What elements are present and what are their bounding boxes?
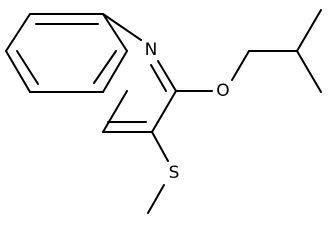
bond-c4a-c8a — [102, 13, 128, 52]
bond-ch-ch3-down — [296, 50, 322, 93]
double-bond-n1-c2-inner — [150, 64, 167, 92]
bond-c8-c7 — [5, 13, 31, 52]
bond-c3-s — [151, 131, 169, 162]
oxygen-atom-label: O — [216, 81, 229, 101]
bond-o-ch2 — [231, 50, 250, 81]
benzene-ring — [5, 13, 128, 93]
bond-s-ch3 — [147, 184, 165, 214]
pyridine-ring — [102, 13, 177, 133]
bond-c8a-n1 — [102, 13, 142, 41]
methylthio-group — [147, 131, 169, 214]
nitrogen-atom-label: N — [145, 40, 158, 60]
double-bond-inner-left — [16, 50, 39, 85]
bond-c4-c4a — [102, 90, 128, 133]
molecule-structure: N O S — [5, 9, 322, 214]
bond-c5-c4a — [102, 50, 128, 93]
bond-c2-c3 — [151, 90, 177, 133]
isobutoxy-group — [175, 9, 322, 93]
sulfur-atom-label: S — [169, 163, 180, 183]
double-bond-inner-right — [93, 50, 117, 84]
bond-c7-c6 — [5, 50, 31, 93]
bond-n1-c2 — [157, 60, 177, 92]
bond-ch-ch3-up — [296, 9, 322, 52]
